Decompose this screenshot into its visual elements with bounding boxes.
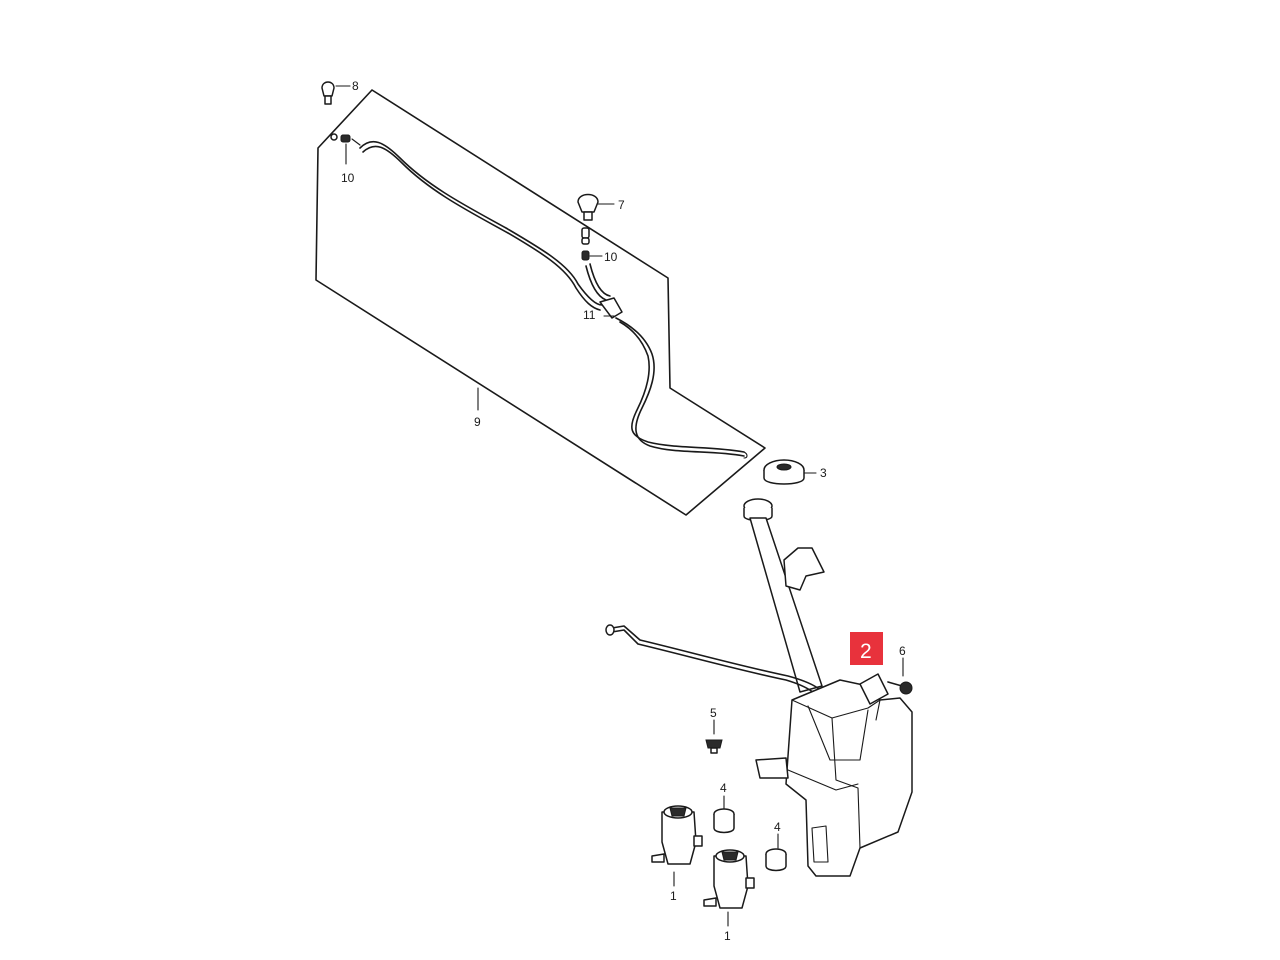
joint-mid-icon — [581, 227, 603, 261]
pump-left-icon — [651, 805, 703, 887]
label-11: 11 — [583, 308, 596, 322]
bolt-icon — [887, 657, 913, 695]
washer-hose — [359, 140, 748, 459]
screw-icon — [705, 719, 723, 754]
grommet-left-icon — [713, 795, 735, 834]
label-3: 3 — [820, 466, 827, 480]
pump-right-icon — [703, 849, 755, 927]
label-10-top: 10 — [341, 171, 355, 185]
label-4-right: 4 — [774, 820, 781, 834]
cap-icon — [763, 459, 817, 485]
connector-icon — [599, 297, 623, 319]
filler-neck — [743, 498, 825, 693]
washer-tank — [755, 673, 913, 877]
grommet-right-icon — [765, 833, 787, 872]
label-1-right: 1 — [724, 929, 731, 943]
joint-icon — [330, 133, 361, 165]
hood-outline — [315, 89, 766, 516]
clip-icon — [321, 81, 351, 105]
label-4-left: 4 — [720, 781, 727, 795]
label-1-left: 1 — [670, 889, 677, 903]
label-7: 7 — [618, 198, 625, 212]
nozzle-icon — [577, 193, 615, 221]
label-10-mid: 10 — [604, 250, 618, 264]
label-6: 6 — [899, 644, 906, 658]
label-9: 9 — [474, 415, 481, 429]
label-2: 2 — [860, 640, 872, 663]
label-5: 5 — [710, 706, 717, 720]
highlight-box — [850, 632, 883, 665]
label-8: 8 — [352, 79, 359, 93]
